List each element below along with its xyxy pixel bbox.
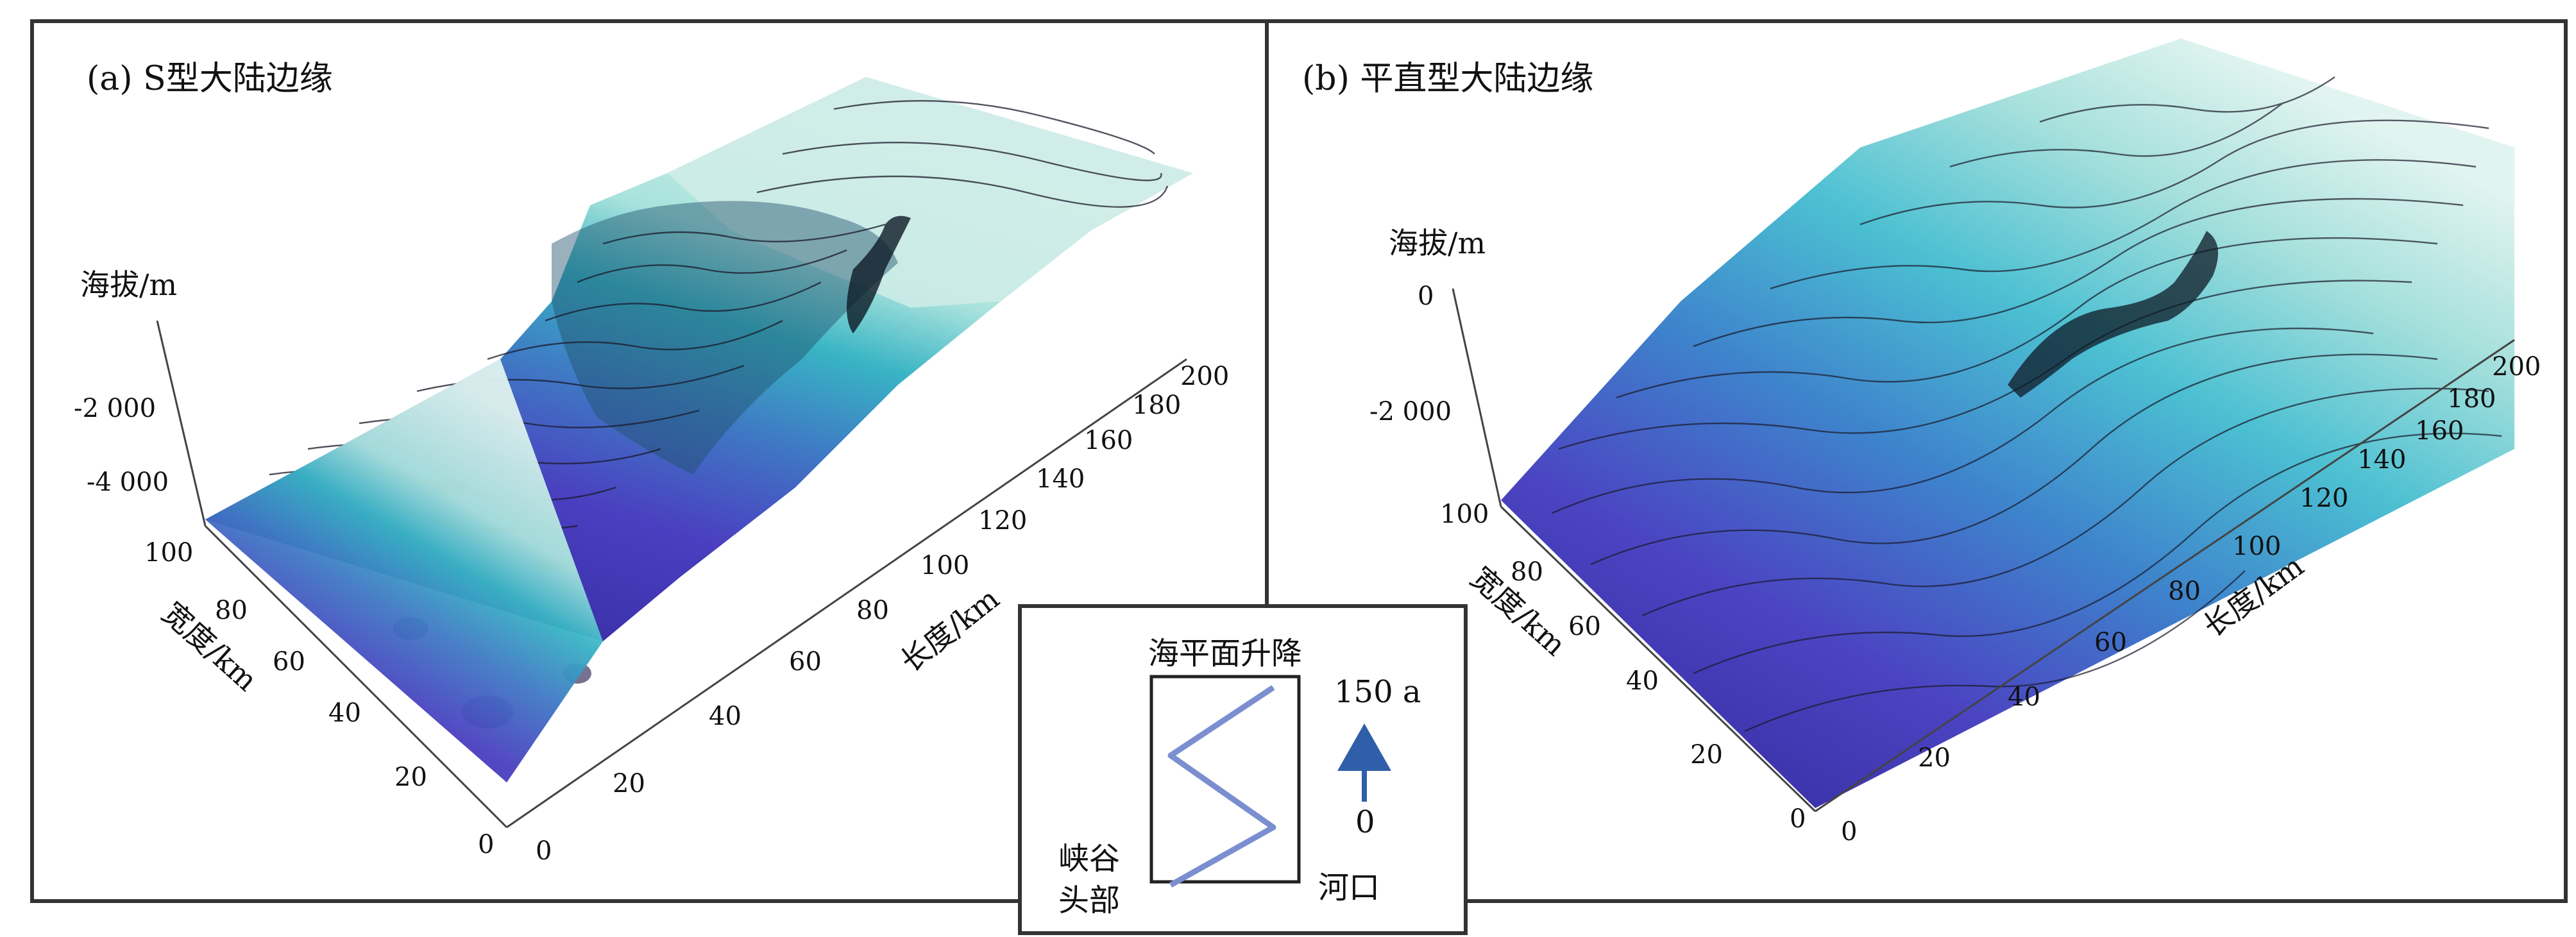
panel-a-length-tick: 160: [1084, 426, 1133, 455]
panel-b-contours: [1552, 76, 2502, 732]
panel-b-axes: [1452, 288, 2515, 813]
panel-b-length-tick: 200: [2492, 352, 2541, 382]
panel-b-z-tick: 0: [1418, 282, 1434, 311]
panel-b-width-tick: 80: [1511, 557, 1543, 587]
panel-a-length-tick: 180: [1132, 391, 1181, 420]
panel-b-width-tick: 60: [1568, 612, 1601, 641]
panel-a-length-tick: 100: [920, 551, 969, 580]
panel-a-width-tick: 100: [144, 538, 193, 568]
panel-a-basin: [205, 359, 603, 782]
panel-b-width-tick: 20: [1690, 740, 1723, 770]
panel-b: (b) 平直型大陆边缘 海拔/m 0 -2 000: [1302, 38, 2541, 847]
panel-a-z-tick: -2 000: [74, 394, 156, 423]
panel-a-length-tick: 120: [978, 506, 1027, 536]
inset-frame: [1018, 604, 1468, 935]
panel-b-length-tick: 0: [1841, 817, 1857, 847]
panel-a-width-axis-label: 宽度/km: [156, 595, 264, 698]
panel-a-axes: [156, 320, 1187, 829]
inset-top-label: 海平面升降: [1148, 636, 1302, 671]
panel-b-width-tick: 40: [1626, 666, 1659, 696]
inset-left-label-line1: 峡谷: [1058, 841, 1120, 877]
panel-a-width-tick: 60: [273, 647, 305, 677]
panel-a-title: (a) S型大陆边缘: [87, 60, 333, 98]
panel-b-width-ticks: 100 80 60 40 20 0: [1440, 500, 1806, 834]
panel-b-title: (b) 平直型大陆边缘: [1302, 60, 1593, 98]
panel-b-length-tick: 80: [2168, 577, 2201, 606]
panel-a-width-ticks: 100 80 60 40 20 0: [144, 538, 494, 859]
panel-a-length-axis-label: 长度/km: [894, 581, 1006, 679]
panel-a-shelf: [667, 77, 1193, 308]
panel-a-length-tick: 20: [613, 769, 645, 798]
panel-a: (a) S型大陆边缘: [74, 60, 1229, 866]
inset-right-label: 河口: [1318, 870, 1380, 906]
panel-a-canyon: [847, 215, 911, 333]
inset-sea-level-curve: [1167, 685, 1276, 888]
panel-b-length-tick: 60: [2094, 628, 2127, 657]
panel-a-z-tick: -4 000: [87, 468, 169, 497]
inset-time-label: 150 a: [1334, 674, 1421, 710]
panel-a-length-tick: 60: [789, 647, 822, 677]
inset-legend: 海平面升降 150 a 0 峡谷 头部 河口: [1018, 604, 1468, 935]
panel-b-surface: [1501, 38, 2514, 808]
panel-b-length-ticks: 0 20 40 60 80 100 120 140 160 180 200: [1841, 352, 2541, 847]
panel-b-length-tick: 100: [2232, 532, 2281, 561]
panel-a-width-tick: 80: [215, 596, 248, 625]
panel-b-length-tick: 120: [2300, 484, 2348, 513]
inset-curve-box: [1149, 675, 1301, 884]
panel-a-width-tick: 40: [328, 698, 361, 728]
panel-b-width-tick: 100: [1440, 500, 1489, 529]
panel-a-length-tick: 80: [856, 596, 889, 625]
panel-b-width-tick: 0: [1790, 804, 1806, 834]
panel-a-length-tick: 200: [1180, 362, 1229, 391]
panel-a-z-axis-label: 海拔/m: [80, 267, 177, 302]
panel-b-canyon: [2008, 231, 2218, 398]
panel-b-length-tick: 40: [2008, 682, 2040, 712]
panel-b-length-tick: 180: [2447, 384, 2496, 414]
panel-a-width-tick: 20: [394, 763, 427, 792]
panel-a-length-tick: 0: [536, 836, 552, 866]
inset-left-label-line2: 头部: [1058, 882, 1120, 918]
panel-b-z-axis-label: 海拔/m: [1389, 226, 1486, 260]
panel-b-length-tick: 160: [2415, 416, 2464, 446]
panel-b-length-tick: 140: [2357, 445, 2406, 475]
panel-a-escarpment: [552, 201, 898, 475]
panel-a-length-tick: 40: [709, 702, 741, 731]
inset-time-zero: 0: [1355, 804, 1375, 840]
panel-a-length-tick: 140: [1036, 464, 1085, 494]
panel-a-length-ticks: 0 20 40 60 80 100 120 140 160 180 200: [536, 362, 1229, 866]
panel-b-length-tick: 20: [1918, 743, 1951, 773]
inset-time-arrow-head: [1337, 723, 1391, 771]
panel-a-width-tick: 0: [478, 830, 494, 859]
panel-b-z-tick: -2 000: [1369, 397, 1452, 426]
